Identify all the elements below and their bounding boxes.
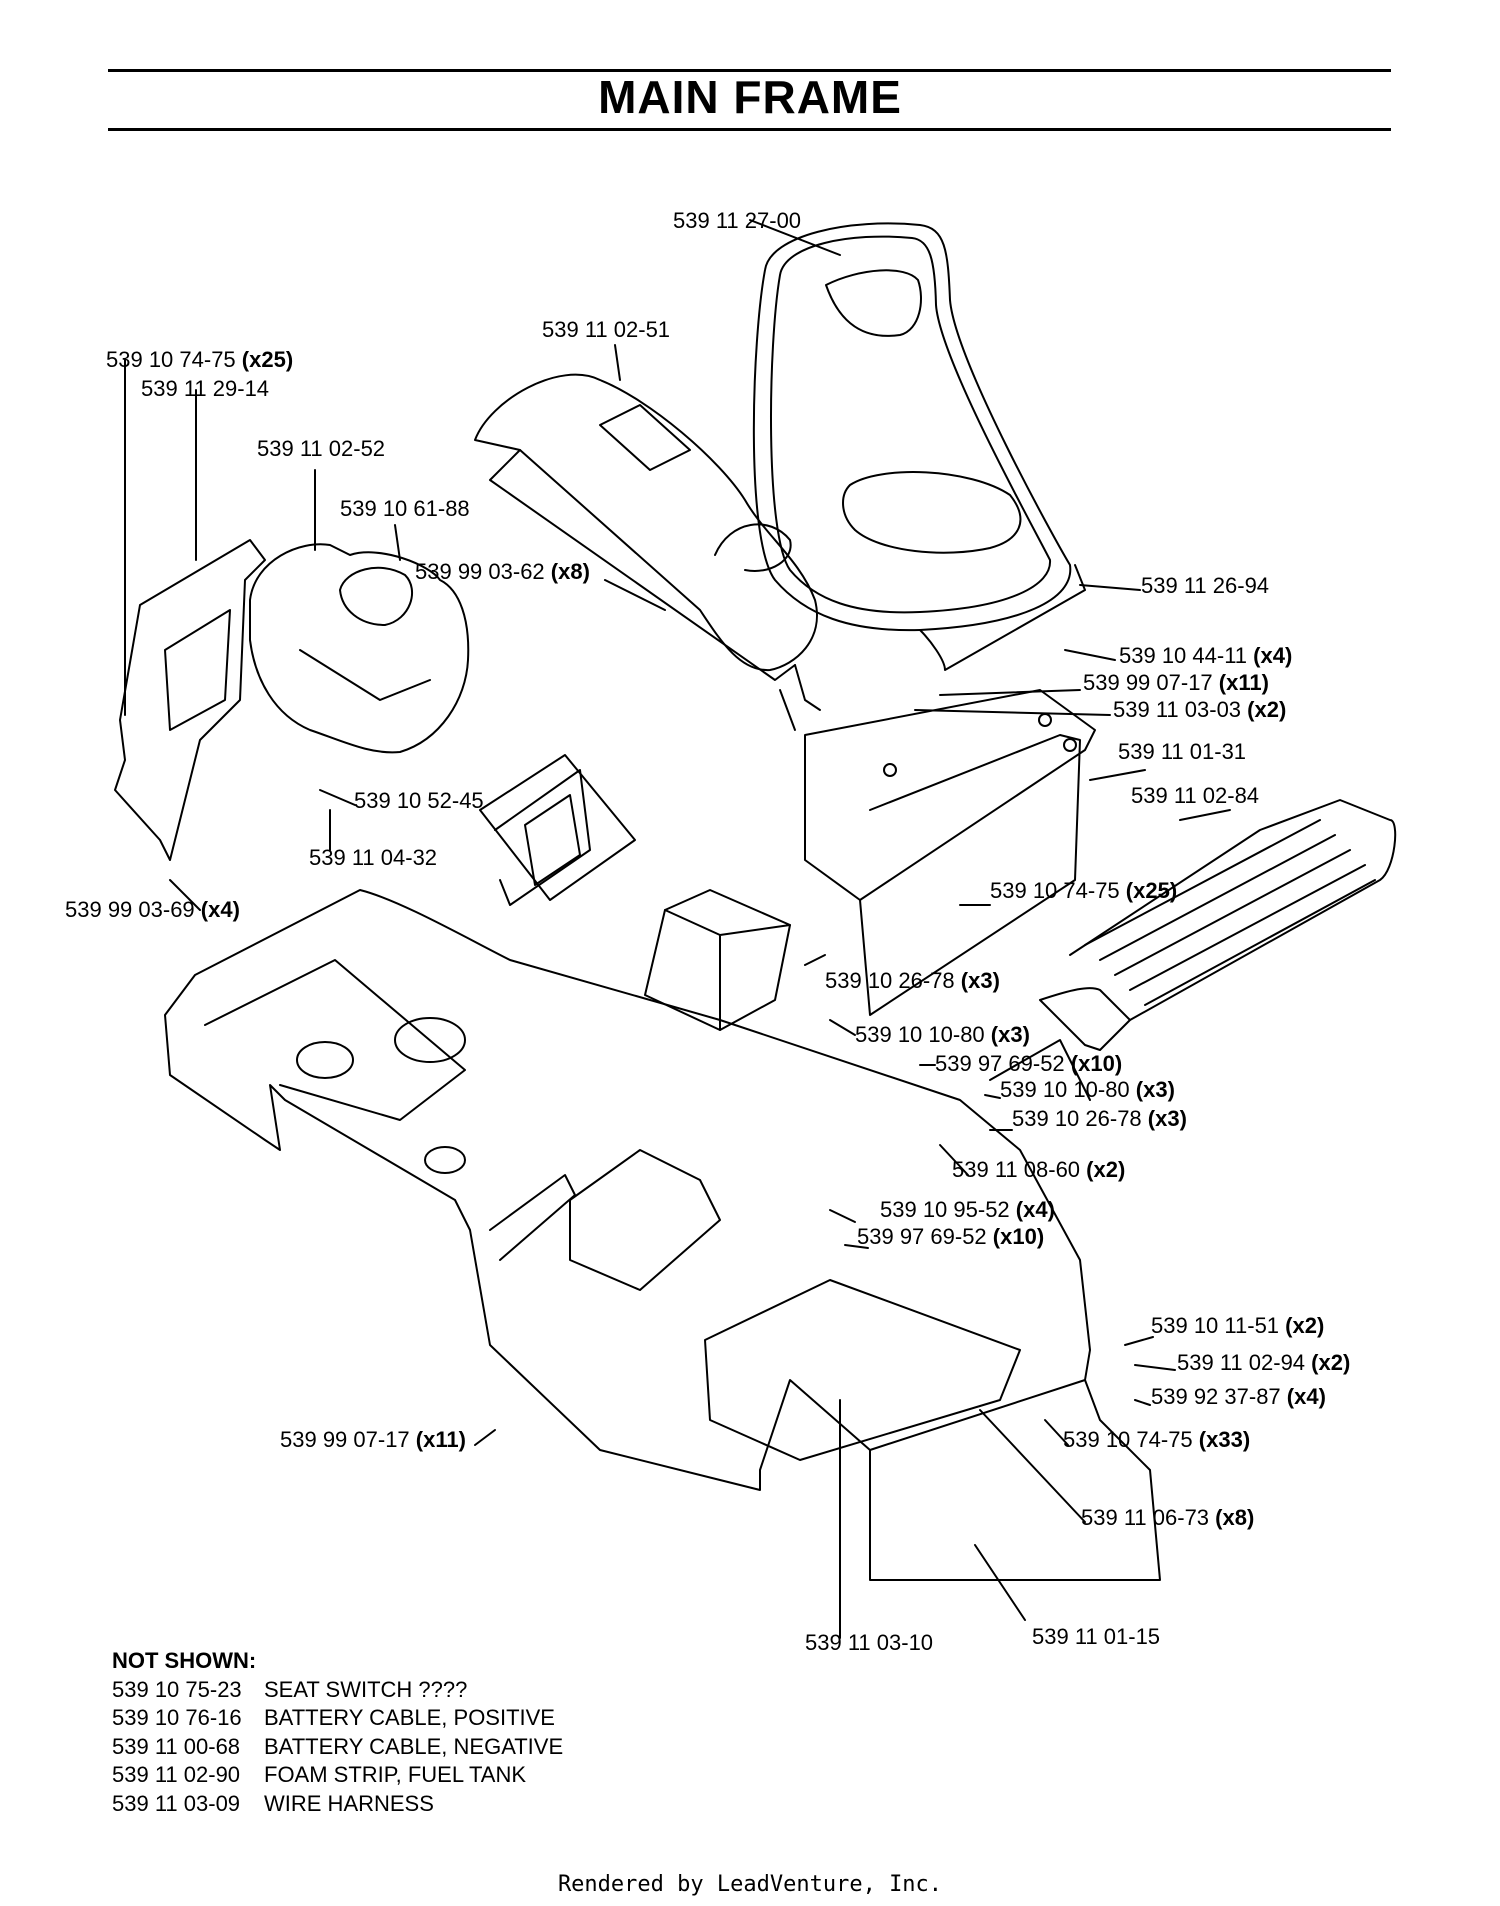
not-shown-heading: NOT SHOWN: (112, 1648, 257, 1673)
bracket-drawing (479, 754, 636, 906)
footrest-drawing (1039, 799, 1397, 1051)
main-chassis-drawing (164, 889, 1161, 1581)
page-title: MAIN FRAME (598, 71, 902, 123)
part-label: 539 10 11-51 (x2) (1151, 1313, 1325, 1338)
part-label: 539 92 37-87 (x4) (1151, 1384, 1326, 1409)
part-label: 539 10 26-78 (x3) (825, 968, 1000, 993)
part-label: 539 99 07-17 (x11) (1083, 670, 1269, 695)
fuel-tank-drawing (249, 543, 470, 754)
part-label: 539 11 27-00 (673, 208, 802, 233)
leader-lines (124, 219, 1231, 1639)
part-label: 539 11 02-52 (257, 436, 386, 461)
left-fender-panel-drawing (114, 539, 266, 861)
battery-drawing (644, 889, 791, 1031)
part-label: 539 97 69-52 (x10) (857, 1224, 1045, 1249)
part-label: 539 11 26-94 (1141, 573, 1270, 598)
part-label: 539 11 01-15 (1032, 1624, 1161, 1649)
part-label: 539 10 52-45 (354, 788, 484, 813)
part-label: 539 11 01-31 (1118, 739, 1247, 764)
part-label: 539 11 04-32 (309, 845, 438, 870)
part-label: 539 11 29-14 (141, 376, 270, 401)
footer-credit: Rendered by LeadVenture, Inc. (557, 1872, 943, 1897)
seat-drawing (752, 222, 1086, 671)
part-label: 539 10 10-80 (x3) (855, 1022, 1030, 1047)
part-label: 539 11 02-51 (542, 317, 671, 342)
part-label: 539 10 95-52 (x4) (880, 1197, 1055, 1222)
part-label: 539 11 03-10 (805, 1630, 934, 1655)
part-label: 539 10 44-11 (x4) (1119, 643, 1293, 668)
part-label: 539 11 02-94 (x2) (1177, 1350, 1351, 1375)
part-label: 539 10 74-75 (x33) (1063, 1427, 1251, 1452)
part-label: 539 99 03-62 (x8) (415, 559, 590, 584)
part-label: 539 97 69-52 (x10) (935, 1051, 1123, 1076)
part-label: 539 10 74-75 (x25) (990, 878, 1178, 903)
fender-drawing (474, 373, 821, 731)
part-label: 539 10 26-78 (x3) (1012, 1106, 1187, 1131)
part-label: 539 10 74-75 (x25) (106, 347, 294, 372)
title-rule-bottom (108, 128, 1391, 131)
part-label: 539 10 61-88 (340, 496, 470, 521)
control-panel-drawing (804, 689, 1096, 1016)
part-label: 539 11 08-60 (x2) (952, 1157, 1126, 1182)
part-label: 539 11 06-73 (x8) (1081, 1505, 1255, 1530)
part-label: 539 11 03-03 (x2) (1113, 697, 1287, 722)
part-label: 539 11 02-84 (1131, 783, 1260, 808)
title-rule-top (108, 69, 1391, 72)
part-label: 539 99 07-17 (x11) (280, 1427, 466, 1452)
part-label: 539 99 03-69 (x4) (65, 897, 240, 922)
part-label: 539 10 10-80 (x3) (1000, 1077, 1175, 1102)
